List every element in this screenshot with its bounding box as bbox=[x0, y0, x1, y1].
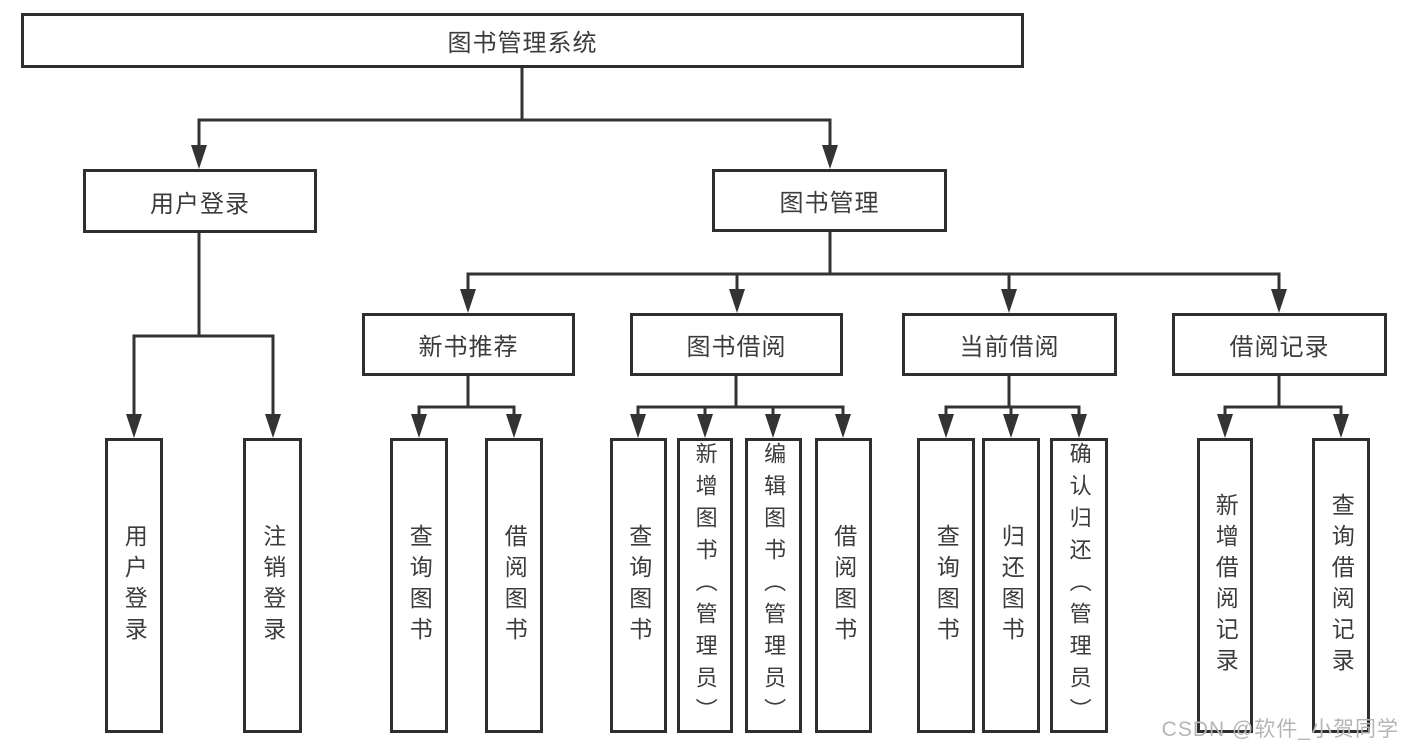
leaf-label: 用户登录 bbox=[121, 523, 148, 648]
leaf-borrow-borrow-books: 借阅图书 bbox=[815, 438, 872, 733]
leaf-label: 新增借阅记录 bbox=[1212, 492, 1239, 679]
leaf-label: 借阅图书 bbox=[501, 523, 528, 648]
leaf-records-query-borrow-record: 查询借阅记录 bbox=[1312, 438, 1370, 733]
leaf-label: 查询图书 bbox=[625, 523, 652, 648]
node-book-management: 图书管理 bbox=[712, 169, 947, 232]
leaf-user-login: 用户登录 bbox=[105, 438, 163, 733]
leaf-borrow-add-books-admin: 新增图书（管理员） bbox=[677, 438, 733, 733]
leaf-current-return-books: 归还图书 bbox=[982, 438, 1040, 733]
leaf-newbook-query-books: 查询图书 bbox=[390, 438, 448, 733]
leaf-label: 查询图书 bbox=[933, 523, 960, 648]
node-book-borrowing: 图书借阅 bbox=[630, 313, 843, 376]
leaf-current-confirm-return-admin: 确认归还（管理员） bbox=[1050, 438, 1108, 733]
leaf-label: 查询借阅记录 bbox=[1328, 492, 1355, 679]
leaf-label: 注销登录 bbox=[259, 523, 286, 648]
leaf-label: 编辑图书（管理员） bbox=[761, 441, 787, 730]
node-new-book-recommend: 新书推荐 bbox=[362, 313, 575, 376]
leaf-label: 查询图书 bbox=[406, 523, 433, 648]
node-user-login: 用户登录 bbox=[83, 169, 317, 233]
node-library-management-system: 图书管理系统 bbox=[21, 13, 1024, 68]
leaf-label: 新增图书（管理员） bbox=[692, 441, 718, 730]
leaf-newbook-borrow-books: 借阅图书 bbox=[485, 438, 543, 733]
leaf-records-add-borrow-record: 新增借阅记录 bbox=[1197, 438, 1253, 733]
node-current-borrowing: 当前借阅 bbox=[902, 313, 1117, 376]
leaf-borrow-edit-books-admin: 编辑图书（管理员） bbox=[745, 438, 802, 733]
leaf-label: 借阅图书 bbox=[830, 523, 857, 648]
leaf-current-query-books: 查询图书 bbox=[917, 438, 975, 733]
node-borrowing-records: 借阅记录 bbox=[1172, 313, 1387, 376]
leaf-borrow-query-books: 查询图书 bbox=[610, 438, 667, 733]
leaf-label: 确认归还（管理员） bbox=[1066, 441, 1092, 730]
leaf-label: 归还图书 bbox=[998, 523, 1025, 648]
leaf-logout: 注销登录 bbox=[243, 438, 302, 733]
